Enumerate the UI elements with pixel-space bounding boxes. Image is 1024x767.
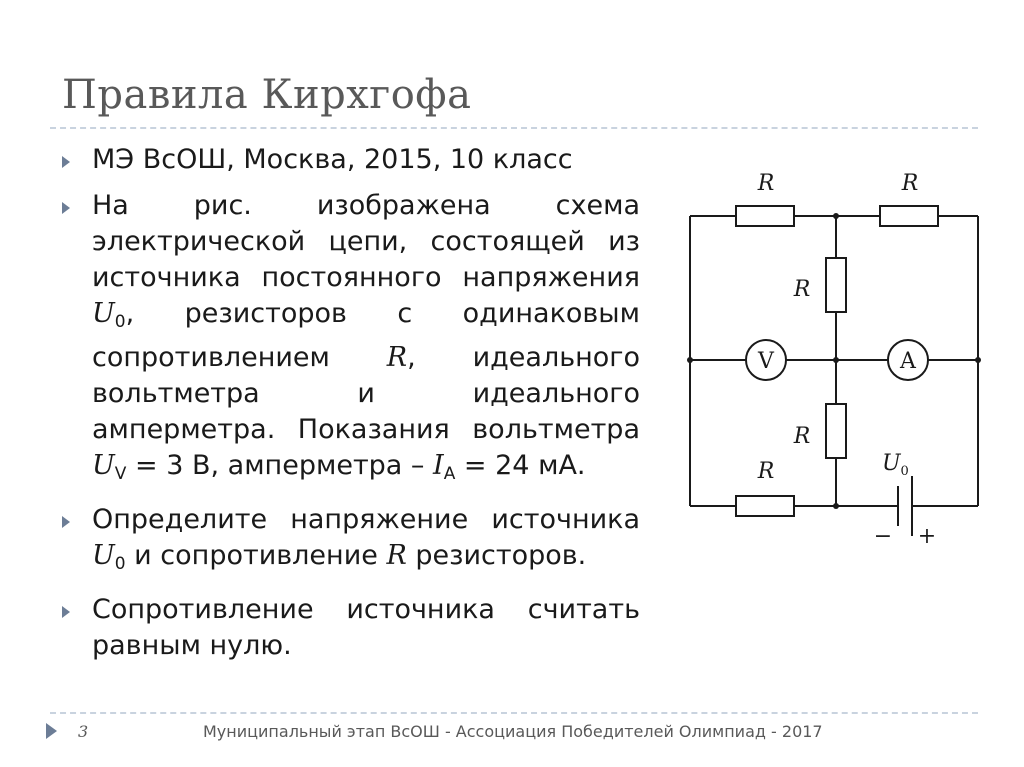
bullet-text: МЭ ВсОШ, Москва, 2015, 10 класс	[92, 144, 573, 175]
bullet-list: МЭ ВсОШ, Москва, 2015, 10 класс На рис. …	[62, 142, 640, 674]
var-u0-sub: 0	[114, 554, 126, 574]
slide-title: Правила Кирхгофа	[62, 72, 472, 118]
bullet-text-part: резисторов.	[406, 540, 587, 571]
var-ia-sub: A	[443, 464, 456, 484]
bullet-text-part: На рис. изображена схема электрической ц…	[92, 190, 640, 293]
ammeter-icon	[887, 339, 929, 381]
var-u0: U	[92, 298, 115, 329]
bullet-text-part: = 3 В, амперметра –	[126, 450, 434, 481]
bullet-arrow-icon	[62, 202, 70, 214]
bullet-text-part: , резисторов с одинаковым сопротивлением	[92, 298, 640, 373]
resistor-top-left	[735, 205, 795, 227]
var-u0-sub: 0	[114, 312, 126, 332]
circuit-diagram: V A R R R R R U0 − +	[687, 171, 981, 549]
bullet-arrow-icon	[62, 606, 70, 618]
resistor-center-upper	[825, 257, 847, 313]
bullet-item-problem: На рис. изображена схема электрической ц…	[62, 188, 640, 492]
title-divider	[50, 127, 978, 129]
resistor-label: R	[757, 459, 775, 484]
voltmeter-icon	[745, 339, 787, 381]
ammeter-label: A	[899, 349, 917, 374]
minus-sign: −	[874, 524, 892, 549]
bullet-text-part: и сопротивление	[125, 540, 387, 571]
var-r: R	[386, 342, 408, 373]
footer-arrow-icon	[46, 723, 57, 739]
bullet-arrow-icon	[62, 156, 70, 168]
bullet-text-part: = 24 мА.	[455, 450, 586, 481]
resistor-bottom-left	[735, 495, 795, 517]
battery-icon	[897, 476, 913, 536]
var-r: R	[386, 540, 407, 571]
resistor-label: R	[901, 171, 919, 196]
resistor-center-lower	[825, 403, 847, 459]
bullet-text-part: Определите напряжение источника	[92, 504, 640, 535]
bullet-item-assumption: Сопротивление источника считать равным н…	[62, 592, 640, 664]
resistor-label: R	[793, 424, 811, 449]
voltmeter-label: V	[757, 349, 775, 374]
resistor-top-right	[879, 205, 939, 227]
var-ia: I	[433, 450, 444, 481]
page-number: 3	[78, 722, 89, 741]
resistor-label: R	[793, 277, 811, 302]
junctions	[687, 213, 981, 509]
source-label: U0	[882, 451, 909, 479]
bullet-item-source: МЭ ВсОШ, Москва, 2015, 10 класс	[62, 142, 640, 178]
resistors	[735, 205, 939, 517]
footer-text: Муниципальный этап ВсОШ - Ассоциация Поб…	[203, 722, 823, 741]
resistor-label: R	[757, 171, 775, 196]
bullet-text-part: , идеального вольтметра и идеального амп…	[92, 342, 640, 445]
var-uv-sub: V	[114, 464, 127, 484]
var-uv: U	[92, 450, 115, 481]
plus-sign: +	[918, 524, 936, 549]
bullet-item-task: Определите напряжение источника U0 и соп…	[62, 502, 640, 582]
footer-divider	[50, 712, 978, 714]
bullet-arrow-icon	[62, 516, 70, 528]
bullet-text: Сопротивление источника считать равным н…	[92, 594, 640, 661]
var-u0: U	[92, 540, 115, 571]
